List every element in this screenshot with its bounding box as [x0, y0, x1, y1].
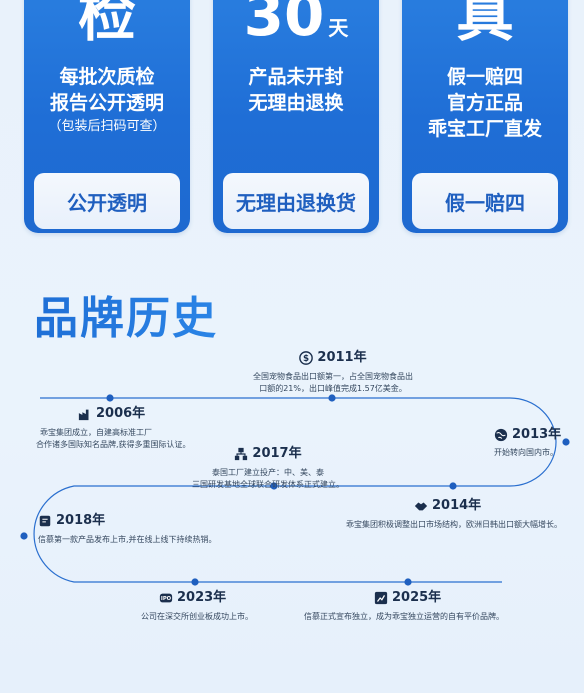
svg-text:$: $ — [303, 354, 309, 364]
card-footer-label: 公开透明 — [34, 173, 180, 229]
timeline-dot — [20, 532, 28, 540]
timeline-event-2018: 2018年 信慕第一款产品发布上市,并在线上线下持续热销。 — [38, 513, 217, 546]
timeline-event-2017: 2017年 泰国工厂建立投产：中、美、泰 三国研发基地全球联合研发体系正式建立。 — [168, 446, 368, 491]
card-note: （包装后扫码可查） — [48, 119, 166, 134]
event-year: 2025年 — [392, 590, 442, 605]
timeline-event-2011: $ 2011年 全国宠物食品出口额第一，占全国宠物食品出 口额的21%，出口峰值… — [222, 350, 444, 395]
card-line: 每批次质检 — [59, 66, 155, 88]
event-year: 2023年 — [177, 590, 227, 605]
card-text: 每批次质检 报告公开透明 （包装后扫码可查） — [24, 64, 190, 138]
card-footer-label: 假一赔四 — [412, 173, 558, 229]
timeline-dot — [106, 394, 114, 402]
event-year: 2006年 — [96, 406, 146, 421]
event-desc: 信慕第一款产品发布上市,并在线上线下持续热销。 — [38, 535, 217, 544]
card-line: 报告公开透明 — [49, 92, 164, 114]
timeline-dot — [191, 578, 199, 586]
timeline-dot — [270, 482, 278, 490]
timeline-event-2025: 2025年 信慕正式宣布独立，成为乖宝独立运营的自有平价品牌。 — [304, 590, 504, 623]
card-big-glyph: 真 — [455, 0, 514, 49]
box-icon — [39, 515, 51, 527]
event-desc: 信慕正式宣布独立，成为乖宝独立运营的自有平价品牌。 — [304, 612, 504, 621]
timeline-event-2006: 2006年 乖宝集团成立，自建高标准工厂 合作诸多国际知名品牌,获得多重国际认证… — [36, 406, 191, 451]
event-desc: 乖宝集团积极调整出口市场结构，欧洲日韩出口额大幅增长。 — [346, 520, 562, 529]
event-year: 2011年 — [317, 350, 367, 365]
chart-icon — [374, 591, 388, 605]
svg-text:IPO: IPO — [161, 596, 172, 602]
timeline-event-2023: IPO 2023年 公司在深交所创业板成功上市。 — [141, 590, 253, 623]
event-year: 2017年 — [252, 446, 302, 461]
card-text: 产品未开封 无理由退换 — [213, 64, 379, 116]
handshake-icon — [414, 502, 428, 511]
event-desc: 全国宠物食品出口额第一，占全国宠物食品出 口额的21%，出口峰值完成1.57亿美… — [253, 372, 413, 393]
money-icon: $ — [299, 351, 314, 365]
guarantee-card-inspection: 检 每批次质检 报告公开透明 （包装后扫码可查） 公开透明 — [24, 0, 190, 233]
event-desc: 乖宝集团成立，自建高标准工厂 合作诸多国际知名品牌,获得多重国际认证。 — [36, 428, 191, 449]
factory-icon — [78, 409, 89, 421]
history-title: 品牌历史 — [34, 282, 218, 346]
guarantee-card-authentic: 真 假一赔四 官方正品 乖宝工厂直发 假一赔四 — [402, 0, 568, 233]
card-line: 假一赔四 — [446, 66, 523, 88]
card-line: 乖宝工厂直发 — [427, 118, 542, 140]
event-year: 2018年 — [56, 513, 106, 528]
timeline-dot — [449, 482, 457, 490]
card-line: 无理由退换 — [248, 92, 344, 114]
timeline-event-2014: 2014年 乖宝集团积极调整出口市场结构，欧洲日韩出口额大幅增长。 — [346, 498, 562, 531]
card-big-glyph: 检 — [77, 0, 136, 49]
card-text: 假一赔四 官方正品 乖宝工厂直发 — [402, 64, 568, 142]
event-year: 2014年 — [432, 498, 482, 513]
event-desc: 公司在深交所创业板成功上市。 — [141, 612, 253, 621]
globe-icon — [494, 428, 508, 442]
card-line: 产品未开封 — [248, 66, 344, 88]
card-line: 官方正品 — [446, 92, 523, 114]
timeline-event-2013: 2013年 开始转向国内市。 — [494, 427, 561, 459]
event-desc: 泰国工厂建立投产：中、美、泰 三国研发基地全球联合研发体系正式建立。 — [192, 468, 344, 489]
ipo-icon: IPO — [159, 593, 173, 603]
timeline-dot — [562, 438, 570, 446]
network-icon — [235, 447, 248, 461]
event-desc: 开始转向国内市。 — [494, 448, 558, 457]
card-footer-label: 无理由退换货 — [223, 173, 369, 229]
timeline-dot — [328, 394, 336, 402]
timeline-dot — [404, 578, 412, 586]
event-year: 2013年 — [512, 427, 562, 442]
